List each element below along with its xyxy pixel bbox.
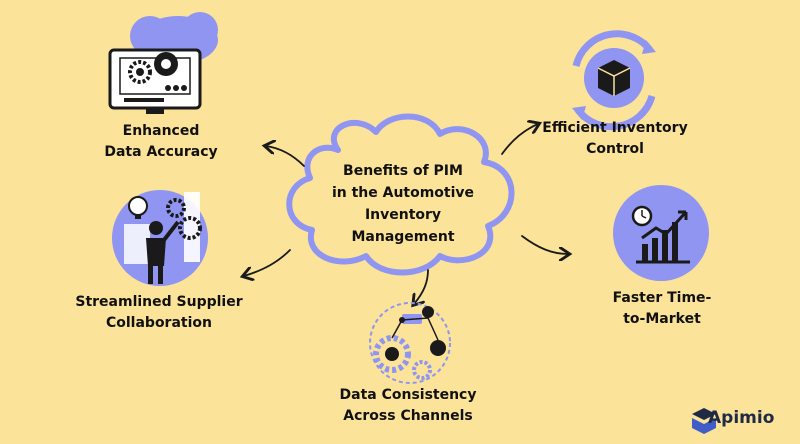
benefit-label-time-to-market: Faster Time- to-Market (604, 288, 720, 330)
benefit-label-line: to-Market (623, 311, 701, 327)
center-title-line: in the Automotive (331, 185, 475, 201)
benefit-label-data-consistency: Data Consistency Across Channels (330, 385, 486, 427)
center-title-line: Inventory (364, 207, 442, 223)
benefit-label-line: Data Consistency (339, 387, 477, 403)
arrow-to-time-to-market (521, 235, 568, 254)
benefit-label-line: Control (586, 141, 644, 157)
center-title-line: Management (351, 229, 455, 245)
arrow-to-inventory-control (501, 124, 538, 155)
person-gears-lightbulb-icon (112, 190, 208, 286)
brand-logo: Apimio (676, 405, 774, 431)
network-gears-icon (369, 302, 451, 384)
arrows (244, 124, 568, 304)
benefit-label-supplier-collaboration: Streamlined Supplier Collaboration (64, 292, 254, 334)
benefit-label-line: Across Channels (343, 408, 473, 424)
center-cloud (286, 113, 515, 276)
computer-gears-icon (108, 12, 218, 114)
benefit-label-line: Streamlined Supplier (75, 294, 243, 310)
benefit-label-line: Data Accuracy (104, 144, 218, 160)
growth-chart-stopwatch-icon (613, 185, 709, 281)
arrow-to-data-accuracy (266, 146, 305, 167)
center-title-line: Benefits of PIM (343, 163, 463, 179)
benefit-label-line: Efficient Inventory (542, 120, 688, 136)
benefit-label-line: Faster Time- (612, 290, 712, 306)
inventory-box-cycle-icon (572, 30, 656, 131)
benefit-label-line: Enhanced (122, 123, 200, 139)
benefit-label-line: Collaboration (105, 315, 212, 331)
apimio-logo-icon (692, 408, 716, 434)
brand-icon-spacer (676, 405, 702, 431)
center-title: Benefits of PIM in the Automotive Invent… (318, 160, 488, 248)
brand-name: Apimio (708, 408, 775, 428)
arrow-to-data-consistency (414, 269, 429, 304)
benefit-label-data-accuracy: Enhanced Data Accuracy (96, 121, 226, 163)
benefit-label-inventory-control: Efficient Inventory Control (536, 118, 694, 160)
arrow-to-supplier-collaboration (244, 249, 291, 276)
